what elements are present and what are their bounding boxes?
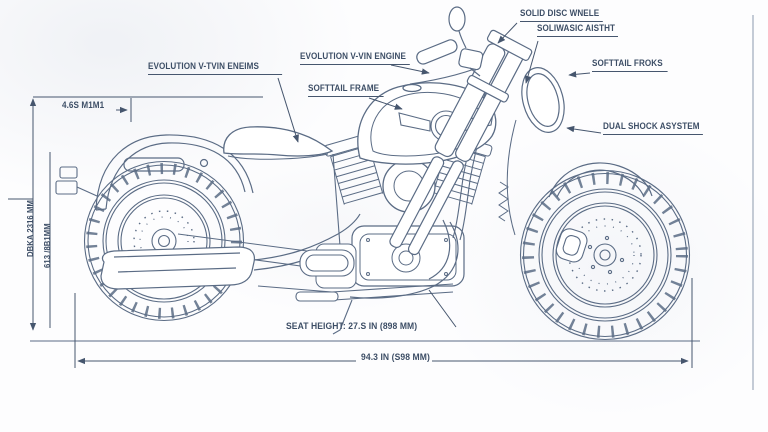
dimension-overall-length: 94.3 IN (S98 MM) (361, 352, 430, 363)
mirror-icon (448, 6, 466, 32)
dimension-top-left: 4.6S M1M1 (62, 100, 105, 110)
seat (223, 126, 334, 160)
callout-front-wheel: SOLID DISC WNELE (520, 8, 603, 22)
fork-spring (498, 181, 509, 222)
dimension-left-inner: 613 /8B1MM (42, 223, 52, 268)
dimension-seat-height: SEAT HEIGHT: 27.S IN (898 MM) (286, 321, 418, 332)
dimension-left-outer: DBKA 2316 MM (25, 200, 35, 257)
callout-forks: SOFTTAIL FROKS (592, 58, 668, 72)
callout-engine-top: EVOLUTION V-VIN ENGINE (300, 51, 410, 65)
front-brake-caliper (555, 228, 588, 263)
handlebar (416, 6, 484, 77)
rear-wheel (83, 160, 245, 322)
front-wheel (519, 169, 691, 341)
frame-tubes (257, 61, 504, 335)
leader-lines (277, 22, 602, 328)
front-fork (389, 29, 533, 256)
callout-shock-system: DUAL SHOCK ASYSTEM (603, 121, 704, 135)
exhaust-muffler (100, 213, 361, 290)
dimension-lines (8, 96, 693, 368)
callout-engine-left: EVOLUTION V-TVIN ENEIMS (148, 61, 283, 75)
rear-fender (95, 134, 254, 211)
tail-light (55, 166, 98, 197)
callout-frame: SOFTTAIL FRAME (308, 83, 384, 97)
front-fender (548, 162, 653, 198)
brake-cable (506, 119, 517, 236)
callout-front-suspension: SOLIWASIC AISTHT (537, 23, 618, 37)
headlamp (521, 67, 565, 133)
exhaust-front-pipe (349, 219, 459, 299)
